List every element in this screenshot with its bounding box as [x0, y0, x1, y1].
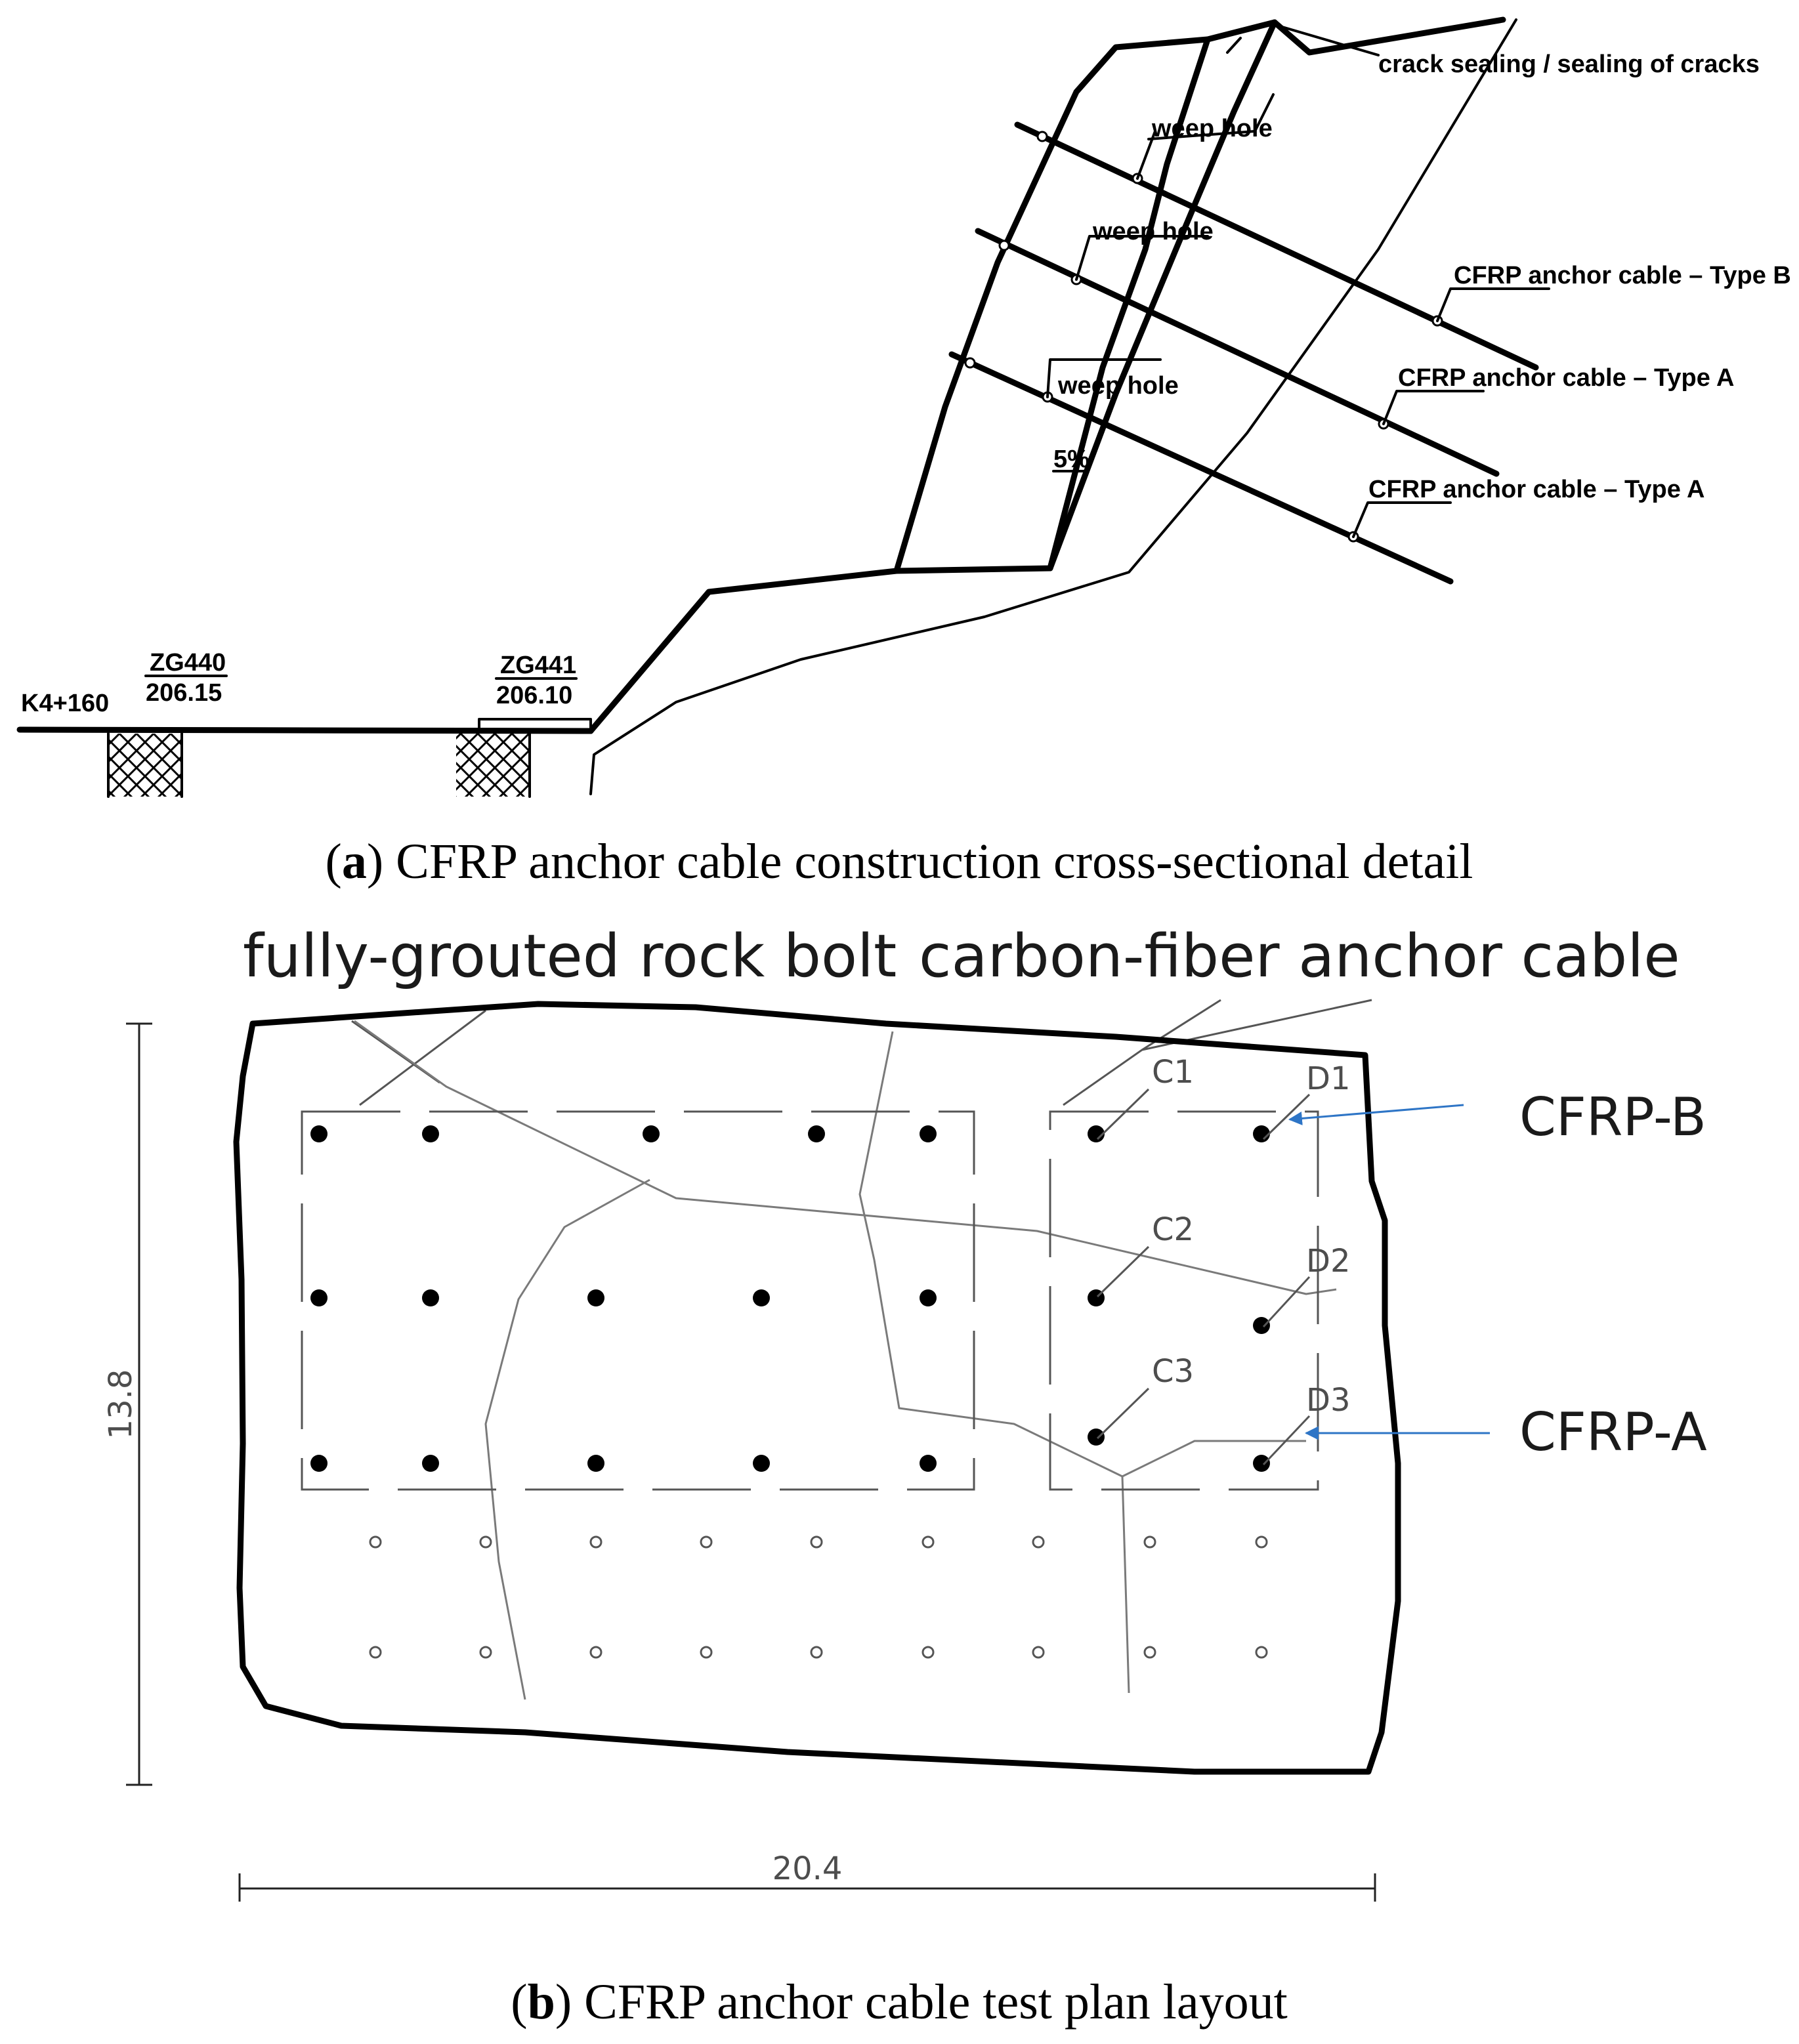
bolt-dot	[1253, 1455, 1270, 1472]
leader-lines-a	[1046, 25, 1550, 538]
cable-b-label: CFRP anchor cable – Type B	[1454, 262, 1791, 289]
anchor-cable-b	[1014, 121, 1539, 371]
caption-a-text: CFRP anchor cable construction cross-sec…	[383, 834, 1473, 889]
width-dimension	[238, 1873, 1376, 1902]
anchor-cable-a2	[948, 351, 1454, 585]
bolt-dot	[422, 1125, 439, 1142]
panel-a-cross-section: crack sealing / sealing of cracks weep h…	[16, 16, 1791, 798]
cable-nodes	[964, 131, 1443, 543]
caption-b: (b) CFRP anchor cable test plan layout	[511, 1974, 1287, 2030]
cable-leaders	[1096, 1088, 1311, 1466]
planned-point	[1032, 1535, 1045, 1549]
bolt-dot	[422, 1289, 439, 1306]
bolt-dot	[808, 1125, 825, 1142]
bolt-dots	[310, 1125, 1270, 1472]
planned-point	[700, 1646, 713, 1659]
chainage-label: K4+160	[21, 690, 109, 717]
cfrp-b-arrow	[1288, 1104, 1464, 1125]
bolt-zone-box	[301, 1110, 975, 1491]
bolt-dot	[1088, 1125, 1105, 1142]
planned-point	[589, 1535, 603, 1549]
width-dim-label: 20.4	[773, 1850, 843, 1887]
planned-point	[589, 1646, 603, 1659]
retaining-wall-left	[893, 36, 1211, 574]
cable-c1-label: C1	[1152, 1054, 1194, 1091]
cable-d2-label: D2	[1306, 1243, 1351, 1280]
bolt-dot	[310, 1125, 328, 1142]
slope-profile	[587, 16, 1506, 734]
planned-point	[369, 1535, 382, 1549]
caption-a-letter: a	[342, 834, 367, 889]
pile-hatch-1	[108, 734, 182, 797]
bolt-dot	[920, 1289, 937, 1306]
cfrp-b-label: CFRP-B	[1519, 1087, 1706, 1148]
planned-point	[1255, 1535, 1268, 1549]
bolt-dot	[753, 1289, 770, 1306]
cable-d3-label: D3	[1306, 1382, 1351, 1419]
crack-lines	[354, 1020, 1337, 1700]
planned-point	[1143, 1535, 1156, 1549]
bolt-dot	[1253, 1317, 1270, 1334]
planned-point	[810, 1535, 823, 1549]
bolt-dot	[422, 1455, 439, 1472]
planned-point	[1143, 1646, 1156, 1659]
cfrp-cable-label: carbon-fiber anchor cable	[919, 922, 1680, 991]
cfrp-a-label: CFRP-A	[1519, 1402, 1707, 1463]
cable-c3-label: C3	[1152, 1353, 1194, 1390]
height-dim-label: 13.8	[102, 1369, 139, 1440]
planned-point	[479, 1646, 492, 1659]
bolt-dot	[587, 1455, 604, 1472]
point-2-id: ZG441	[500, 652, 576, 679]
planned-point	[369, 1646, 382, 1659]
weep-hole-label-3: weep hole	[1057, 372, 1179, 400]
cable-a1-label: CFRP anchor cable – Type A	[1398, 364, 1734, 392]
cable-c2-label: C2	[1152, 1211, 1194, 1248]
planned-point	[1255, 1646, 1268, 1659]
caption-b-letter: b	[528, 1974, 555, 2030]
rock-face-outline	[233, 1001, 1401, 1775]
pile-hatch-2	[456, 734, 530, 797]
planned-point	[921, 1535, 935, 1549]
bolt-dot	[1088, 1429, 1105, 1446]
weep-hole-label-2: weep hole	[1092, 218, 1214, 245]
bolt-dot	[753, 1455, 770, 1472]
bolt-dot	[587, 1289, 604, 1306]
bedrock-line	[589, 18, 1517, 795]
panel-b-plan: fully-grouted rock bolt carbon-fiber anc…	[102, 922, 1707, 1902]
hollow-points	[369, 1535, 1268, 1659]
slope-percent-label: 5%	[1053, 446, 1090, 473]
bolt-dot	[310, 1455, 328, 1472]
anchor-cable-a1	[975, 228, 1500, 477]
bolt-dot	[643, 1125, 660, 1142]
point-1-id: ZG440	[150, 649, 226, 677]
point-2-elev: 206.10	[496, 682, 572, 709]
rock-bolt-label: fully-grouted rock bolt	[243, 922, 897, 991]
caption-a: (a) CFRP anchor cable construction cross…	[326, 834, 1473, 889]
point-1-elev: 206.15	[146, 679, 222, 707]
planned-point	[1032, 1646, 1045, 1659]
planned-point	[810, 1646, 823, 1659]
bolt-dot	[920, 1455, 937, 1472]
planned-point	[921, 1646, 935, 1659]
planned-point	[700, 1535, 713, 1549]
cfrp-zone-box	[1049, 1110, 1319, 1491]
label-leaders	[351, 999, 1372, 1106]
cable-d1-label: D1	[1306, 1060, 1351, 1097]
planned-point	[479, 1535, 492, 1549]
crack-sealing-label: crack sealing / sealing of cracks	[1378, 51, 1760, 78]
drain-strip	[478, 718, 592, 731]
cable-a2-label: CFRP anchor cable – Type A	[1368, 476, 1704, 503]
height-dimension	[126, 1022, 152, 1786]
weep-hole-label-1: weep hole	[1151, 115, 1273, 142]
bolt-dot	[920, 1125, 937, 1142]
bolt-dot	[310, 1289, 328, 1306]
caption-b-text: CFRP anchor cable test plan layout	[572, 1974, 1288, 2030]
